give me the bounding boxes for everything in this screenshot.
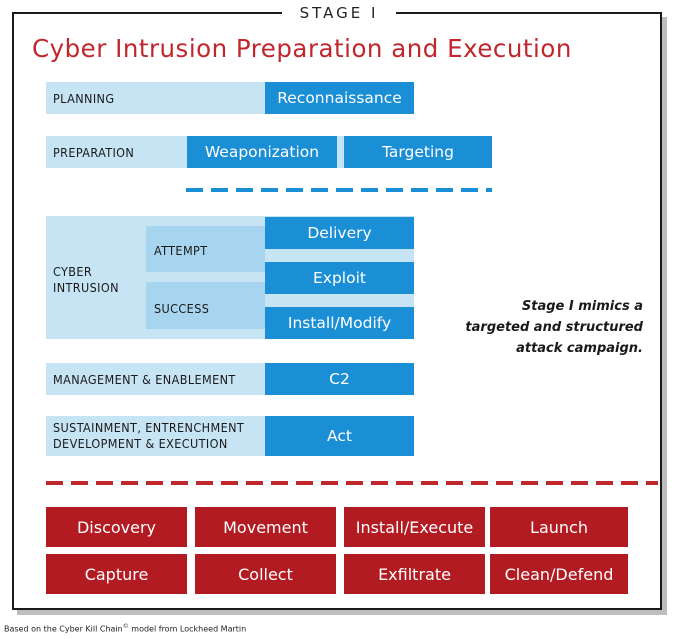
success-band bbox=[146, 282, 265, 329]
step-c2: C2 bbox=[265, 363, 414, 395]
action-discovery: Discovery bbox=[46, 507, 187, 547]
action-clean-defend: Clean/Defend bbox=[490, 554, 628, 594]
cyber-intrusion-label-line1: CYBER bbox=[53, 264, 93, 279]
action-install-execute: Install/Execute bbox=[344, 507, 485, 547]
red-dashed-divider bbox=[46, 481, 658, 485]
stage-note: Stage I mimics a targeted and structured… bbox=[443, 296, 643, 359]
management-label: MANAGEMENT & ENABLEMENT bbox=[53, 372, 236, 387]
attempt-label: ATTEMPT bbox=[154, 243, 208, 258]
stage-note-line2: targeted and structured bbox=[465, 320, 643, 335]
planning-label: PLANNING bbox=[53, 91, 115, 106]
step-exploit: Exploit bbox=[265, 262, 414, 294]
footer-mark: © bbox=[122, 623, 129, 630]
step-act: Act bbox=[265, 416, 414, 456]
action-collect: Collect bbox=[195, 554, 336, 594]
action-exfiltrate: Exfiltrate bbox=[344, 554, 485, 594]
cyber-intrusion-label-line2: INTRUSION bbox=[53, 280, 119, 295]
blue-dashed-divider bbox=[186, 188, 492, 192]
sustainment-label-line1: SUSTAINMENT, ENTRENCHMENT bbox=[53, 420, 245, 435]
stage-label: STAGE I bbox=[282, 4, 396, 22]
step-install-modify: Install/Modify bbox=[265, 307, 414, 339]
stage-note-line3: attack campaign. bbox=[516, 341, 643, 356]
attempt-band bbox=[146, 226, 265, 272]
stage-note-line1: Stage I mimics a bbox=[521, 299, 643, 314]
preparation-label: PREPARATION bbox=[53, 145, 135, 160]
step-reconnaissance: Reconnaissance bbox=[265, 82, 414, 114]
footer-attribution: Based on the Cyber Kill Chain© model fro… bbox=[4, 623, 246, 634]
sustainment-label-line2: DEVELOPMENT & EXECUTION bbox=[53, 436, 228, 451]
success-label: SUCCESS bbox=[154, 301, 210, 316]
step-targeting: Targeting bbox=[344, 136, 492, 168]
action-launch: Launch bbox=[490, 507, 628, 547]
step-weaponization: Weaponization bbox=[187, 136, 337, 168]
footer-suffix: model from Lockheed Martin bbox=[128, 624, 247, 634]
footer-prefix: Based on the Cyber Kill Chain bbox=[4, 624, 123, 634]
action-movement: Movement bbox=[195, 507, 336, 547]
action-capture: Capture bbox=[46, 554, 187, 594]
diagram-title: Cyber Intrusion Preparation and Executio… bbox=[32, 34, 572, 63]
step-delivery: Delivery bbox=[265, 217, 414, 249]
